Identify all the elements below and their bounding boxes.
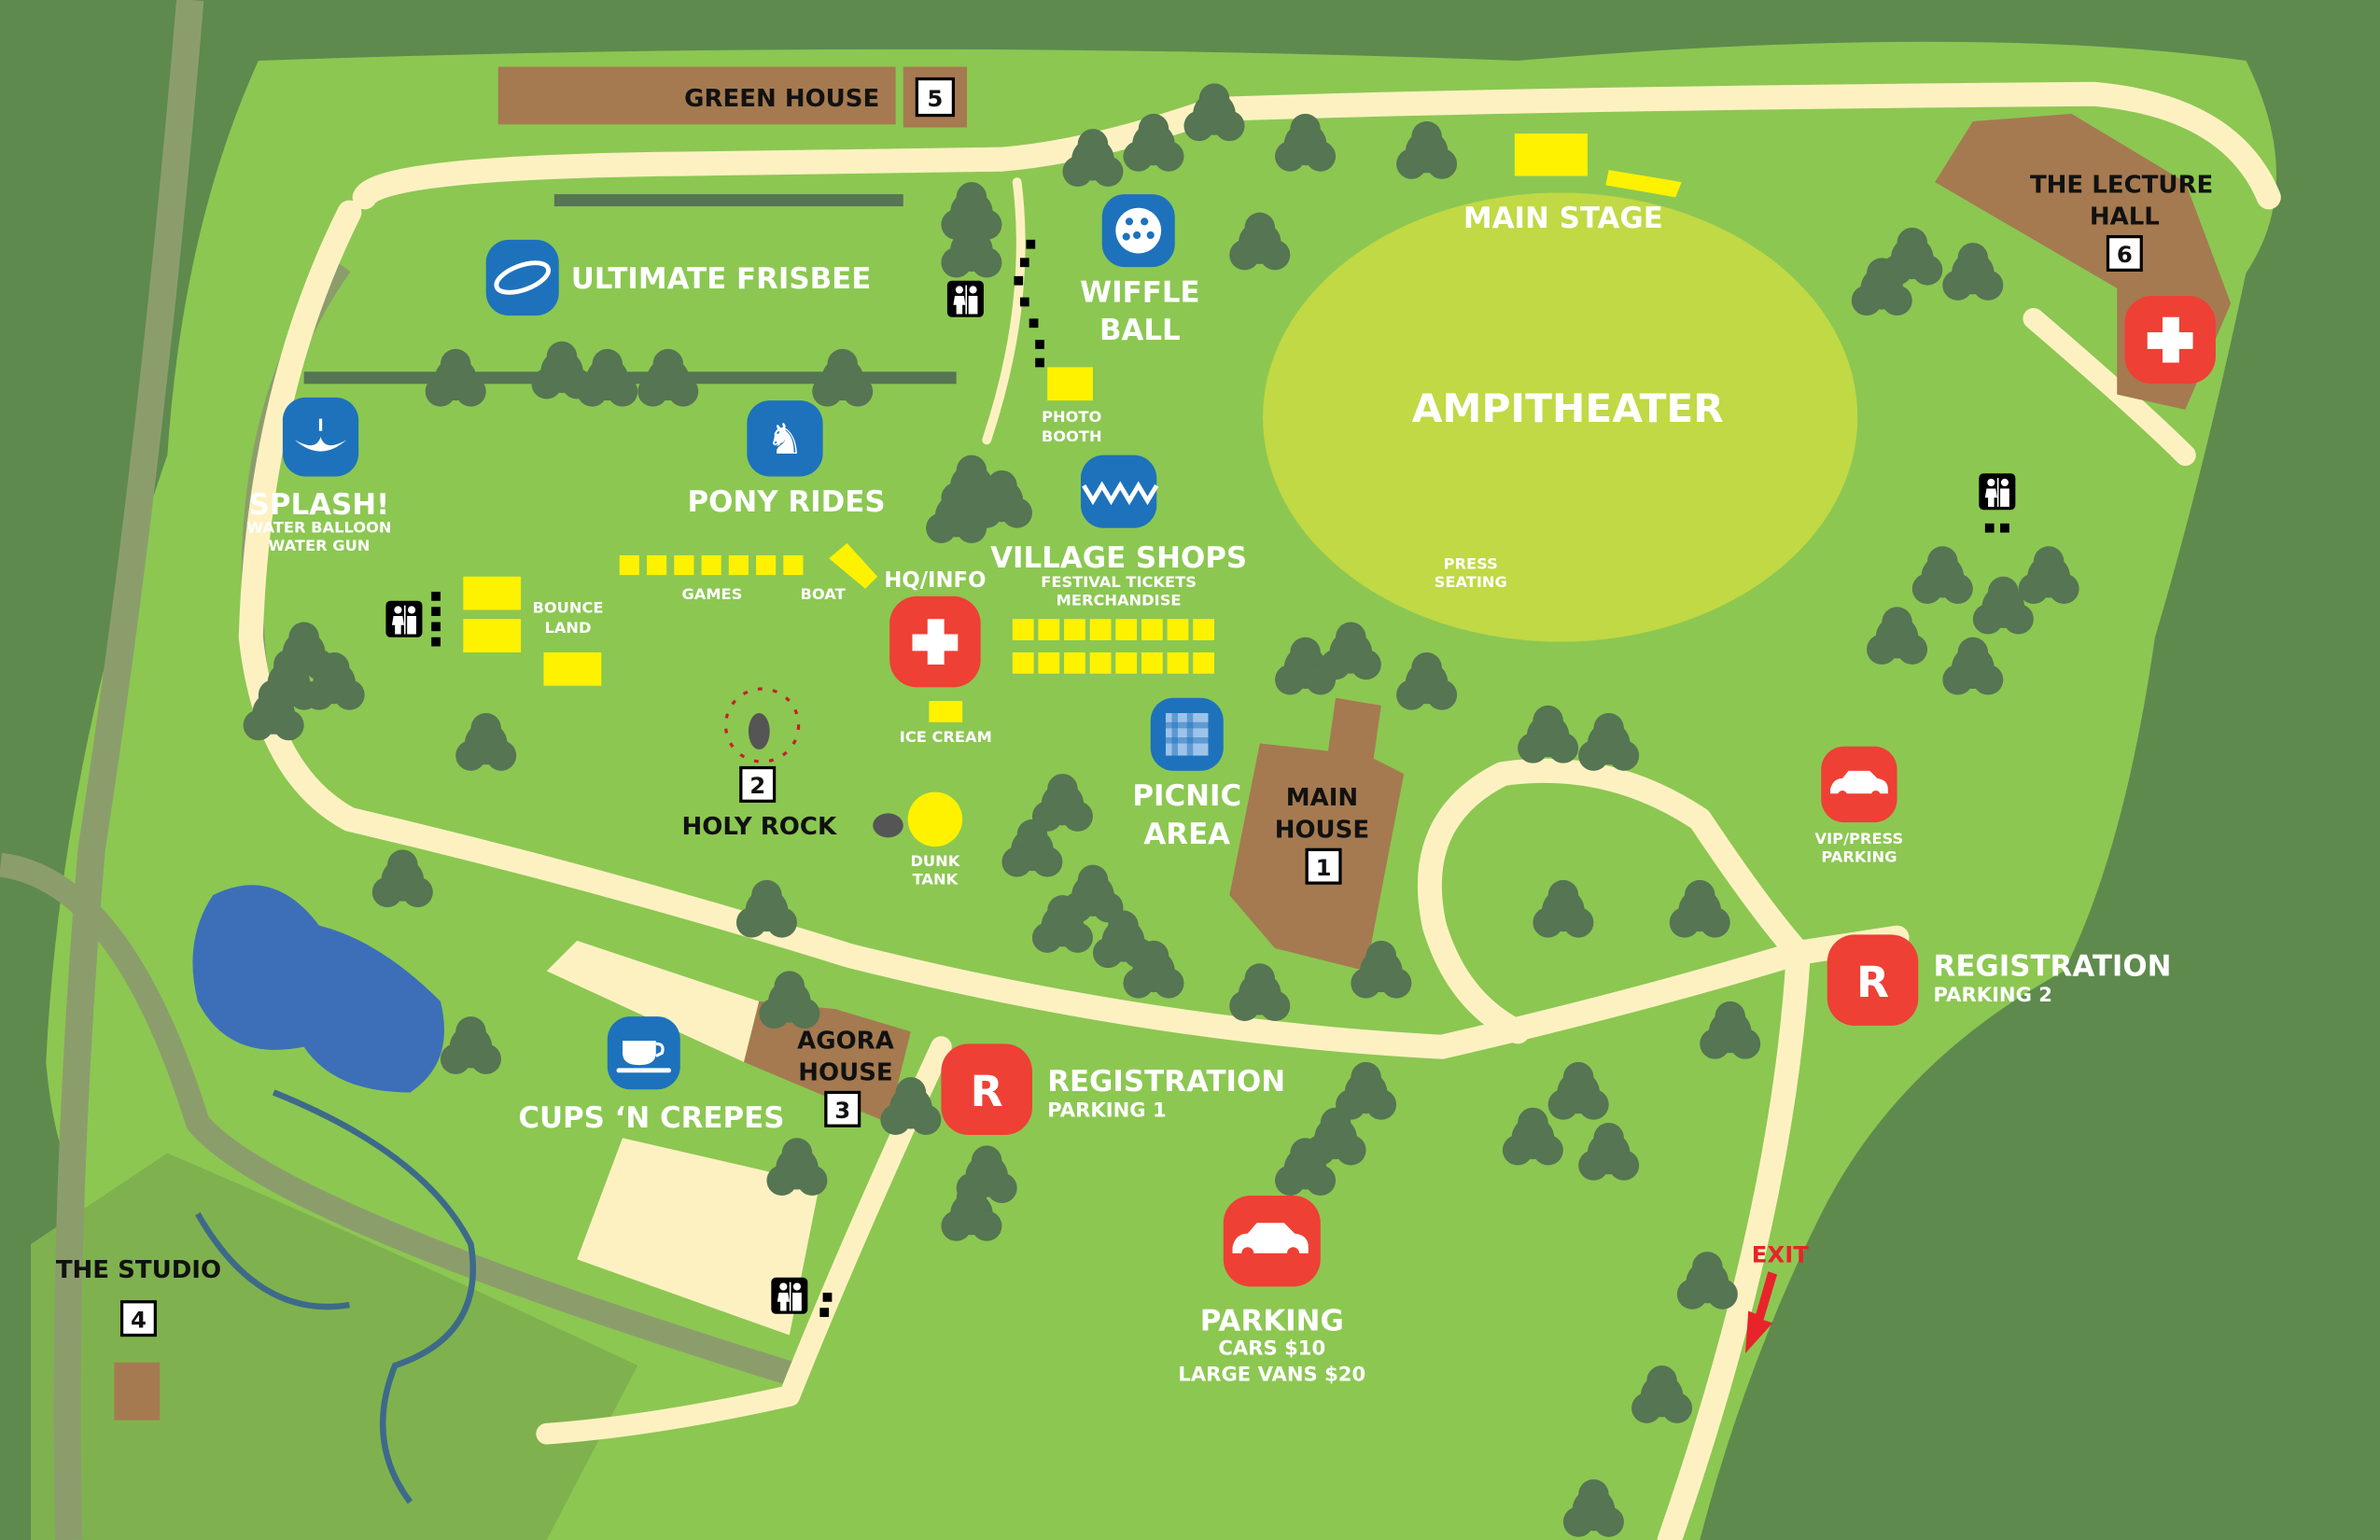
- service-road-diagonal: [0, 852, 793, 1385]
- main-stage-label: MAIN STAGE: [1463, 202, 1663, 235]
- car-icon: [1223, 1195, 1321, 1287]
- lecture-hall-path: [2023, 308, 2196, 467]
- amphitheater-lawn: [1263, 192, 1858, 642]
- parking-price: CARS $10: [1218, 1337, 1325, 1360]
- bounce-land-label: BOUNCE: [532, 599, 603, 617]
- service-road: [53, 0, 204, 1540]
- main-house-building: [1229, 697, 1405, 972]
- registration-1-icon: R: [941, 1043, 1032, 1135]
- registration-1-label: REGISTRATION: [1047, 1065, 1285, 1099]
- first-aid-cross-icon: [889, 595, 981, 688]
- south-path: [536, 1036, 952, 1445]
- dunk-tank-label: TANK: [913, 871, 959, 889]
- stream: [195, 1089, 477, 1505]
- svg-text:1: 1: [1316, 854, 1332, 881]
- main-house-label: MAIN: [1286, 784, 1358, 812]
- registration-2-icon: R: [1827, 934, 1919, 1026]
- picnic-area-label: AREA: [1143, 818, 1230, 851]
- village-shop-stalls: [1012, 619, 1215, 674]
- splash-sub: WATER BALLOON: [246, 519, 391, 537]
- hedge-row-middle: [303, 371, 957, 385]
- pond: [192, 885, 445, 1093]
- lecture-hall-label: THE LECTURE: [2030, 171, 2213, 199]
- bunting-icon: [1080, 455, 1159, 528]
- registration-2-label: REGISTRATION: [1934, 949, 2172, 983]
- restroom-icon: [771, 1277, 808, 1314]
- svg-text:R: R: [971, 1067, 1003, 1116]
- registration-2-sub: PARKING 2: [1934, 983, 2052, 1006]
- agora-house-building: [744, 1001, 911, 1123]
- vip-parking-label: VIP/PRESS: [1815, 830, 1904, 847]
- restroom-icon: [946, 280, 984, 317]
- first-aid-cross-icon: [2124, 295, 2216, 385]
- green-house-building: [497, 66, 896, 125]
- photo-booth-label: PHOTO: [1042, 408, 1101, 426]
- amphitheater-label: AMPITHEATER: [1412, 385, 1724, 431]
- place-labels: GREEN HOUSE THE LECTURE HALL MAIN HOUSE …: [56, 85, 2213, 1386]
- dunk-tank-rock: [873, 813, 903, 838]
- games-label: GAMES: [681, 585, 742, 603]
- press-seating-label: SEATING: [1435, 573, 1507, 591]
- parking-price: LARGE VANS $20: [1178, 1362, 1365, 1385]
- horse-icon: ♞: [747, 400, 823, 477]
- village-shops-label: VILLAGE SHOPS: [990, 541, 1247, 575]
- studio-building: [114, 1362, 161, 1421]
- water-splash-icon: [282, 397, 359, 477]
- picnic-blanket-icon: [1150, 697, 1224, 771]
- green-house-label: GREEN HOUSE: [684, 85, 879, 113]
- lower-left-grass: [31, 1153, 638, 1540]
- photo-booth-path: [982, 177, 1026, 445]
- number-badges: 5 6 1 3 4 2: [119, 77, 2143, 1337]
- booths: [463, 133, 1682, 847]
- lecture-hall-label: HALL: [2090, 203, 2160, 231]
- main-path: [238, 81, 2281, 1540]
- svg-text:5: 5: [927, 85, 943, 112]
- ultimate-frisbee-label: ULTIMATE FRISBEE: [571, 262, 872, 296]
- svg-text:R: R: [1856, 958, 1889, 1007]
- main-house-label: HOUSE: [1275, 816, 1369, 844]
- pony-rides-label: PONY RIDES: [688, 485, 886, 519]
- svg-text:6: 6: [2117, 241, 2133, 268]
- holy-rock-marker: [723, 687, 801, 763]
- restroom-icon: [385, 600, 423, 637]
- village-shops-sub: MERCHANDISE: [1057, 592, 1182, 609]
- bounce-land-label: LAND: [544, 619, 591, 637]
- parking-label: PARKING: [1200, 1305, 1344, 1338]
- car-icon: [1821, 746, 1897, 823]
- arrow-down-icon: [1744, 1271, 1778, 1354]
- wiffle-ball-label: BALL: [1099, 314, 1181, 347]
- boat-label: BOAT: [801, 585, 846, 603]
- registration-1-sub: PARKING 1: [1047, 1098, 1166, 1121]
- coffee-cup-icon: [607, 1016, 680, 1090]
- hq-info-label: HQ/INFO: [884, 568, 986, 593]
- dunk-tank-label: DUNK: [910, 852, 960, 870]
- ice-cream-label: ICE CREAM: [900, 728, 992, 746]
- svg-text:4: 4: [131, 1306, 147, 1333]
- village-shops-sub: FESTIVAL TICKETS: [1041, 573, 1197, 591]
- splash-label: SPLASH!: [249, 488, 390, 522]
- hedge-row-top: [553, 194, 903, 207]
- svg-text:3: 3: [834, 1097, 850, 1124]
- wiffle-ball-label: WIFFLE: [1080, 275, 1200, 309]
- agora-house-label: HOUSE: [798, 1058, 892, 1086]
- frisbee-icon: [485, 239, 559, 316]
- holy-rock-label: HOLY ROCK: [682, 813, 837, 841]
- vip-parking-label: PARKING: [1821, 847, 1897, 865]
- exit-label: EXIT: [1752, 1241, 1810, 1268]
- svg-text:2: 2: [749, 772, 765, 799]
- photo-booth-label: BOOTH: [1042, 427, 1102, 445]
- splash-sub: WATER GUN: [268, 537, 370, 554]
- picnic-area-label: PICNIC: [1132, 779, 1241, 813]
- restroom-icon: [1979, 473, 2016, 511]
- crepes-lot: [546, 940, 820, 1336]
- wiffle-ball-icon: [1101, 194, 1175, 268]
- studio-label: THE STUDIO: [56, 1256, 221, 1284]
- cups-n-crepes-label: CUPS ‘N CREPES: [518, 1101, 784, 1135]
- portable-toilets: [431, 239, 2009, 1318]
- press-seating-label: PRESS: [1444, 555, 1498, 573]
- agora-house-label: AGORA: [797, 1027, 894, 1055]
- svg-text:♞: ♞: [766, 414, 805, 464]
